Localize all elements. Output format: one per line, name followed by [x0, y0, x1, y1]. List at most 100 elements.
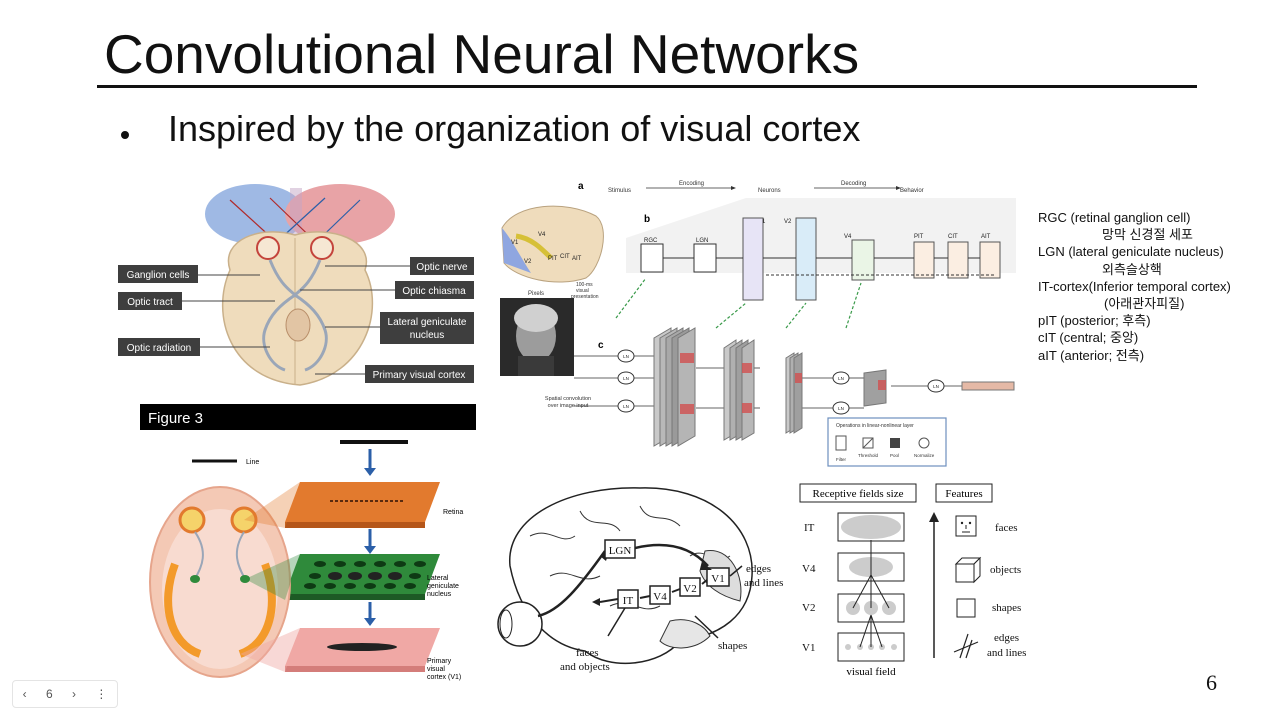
- op-normalize: Normalize: [914, 453, 935, 458]
- side-brain-outline: [509, 487, 753, 664]
- legend-rgc-korean: 망막 신경절 세포: [1102, 227, 1193, 243]
- ops-title: Operations in linear-nonlinear layer: [836, 423, 914, 429]
- legend-lgn-korean: 외측슬상핵: [1102, 261, 1162, 277]
- stage-lgn: LGN: [696, 238, 708, 244]
- ln-node-3: LN: [623, 404, 629, 409]
- line-label: Line: [246, 459, 259, 466]
- feature-edges-2: and lines: [987, 647, 1026, 659]
- ln-node-1: LN: [623, 354, 629, 359]
- figure3-header: Figure 3: [148, 410, 203, 427]
- decoding-label: Decoding: [841, 181, 866, 187]
- right-eye: [310, 236, 334, 260]
- visual-field-label: visual field: [846, 666, 896, 678]
- label-optic-nerve: Optic nerve: [416, 262, 468, 273]
- presentation-label-2: visual: [576, 288, 589, 294]
- more-vertical-icon[interactable]: ⋮: [95, 687, 108, 701]
- rf-row-it: IT: [804, 522, 815, 534]
- legend-cit: cIT (central; 중앙): [1038, 330, 1139, 346]
- map-pit: PIT: [548, 256, 558, 262]
- neurons-label: Neurons: [758, 188, 781, 194]
- ln-node-2: LN: [623, 376, 629, 381]
- v1-label-1: Primary: [427, 658, 452, 665]
- monkey-brain: [501, 205, 604, 283]
- rf-row-v1: V1: [802, 642, 815, 654]
- legend-it-cortex-korean: (아래관자피질): [1104, 296, 1185, 312]
- current-page-indicator[interactable]: 6: [45, 687, 53, 701]
- vs-v4-box: V4: [653, 591, 667, 603]
- vs-edges-2: and lines: [744, 577, 783, 589]
- slide-navigation-bar: ‹ 6 › ⋮: [12, 680, 118, 708]
- stage-rgc: RGC: [644, 238, 658, 244]
- glossary-legend: RGC (retinal ganglion cell) 망막 신경절 세포 LG…: [1038, 209, 1231, 364]
- edges-icon: [953, 633, 979, 659]
- features-header: Features: [945, 488, 982, 500]
- vs-shapes: shapes: [718, 640, 747, 652]
- label-lgn-line2: nucleus: [410, 330, 444, 341]
- feature-edges-1: edges: [994, 632, 1019, 644]
- lgn-label-1: Lateral: [427, 575, 449, 582]
- figure3-diagram: Figure 3 Line Retina Lateral geniculate …: [140, 404, 476, 681]
- label-optic-tract: Optic tract: [127, 297, 173, 308]
- slide-page-number: 6: [1206, 670, 1217, 695]
- receptive-fields-diagram: Receptive fields size Features IT V4 V2 …: [799, 483, 1026, 678]
- feature-shapes: shapes: [992, 602, 1021, 614]
- optic-pathway-diagram: Ganglion cells Optic tract Optic radiati…: [118, 184, 474, 386]
- map-cit: CIT: [560, 254, 570, 260]
- ln-node-8: LN: [933, 384, 939, 389]
- spatial-label-2: over image input: [548, 403, 589, 409]
- label-lgn-line1: Lateral geniculate: [388, 317, 467, 328]
- rf-header: Receptive fields size: [812, 488, 903, 500]
- label-optic-chiasma: Optic chiasma: [402, 286, 466, 297]
- right-visual-field: [285, 184, 395, 244]
- lgn-label-3: nucleus: [427, 591, 452, 598]
- bullet-text: Inspired by the organization of visual c…: [168, 108, 861, 149]
- label-ganglion-cells: Ganglion cells: [127, 270, 190, 281]
- presentation-label-3: presentation: [571, 294, 599, 300]
- vs-v1-box: V1: [711, 573, 724, 585]
- v1-label-2: visual: [427, 666, 445, 673]
- vs-faces-1: faces: [576, 647, 599, 659]
- rf-row-v4: V4: [802, 563, 816, 575]
- label-primary-visual-cortex: Primary visual cortex: [373, 370, 466, 381]
- map-v1: V1: [511, 240, 519, 246]
- map-v4: V4: [538, 232, 546, 238]
- stage-cit: CIT: [948, 234, 958, 240]
- feature-faces: faces: [995, 522, 1018, 534]
- vs-faces-2: and objects: [560, 661, 610, 673]
- square-icon: [956, 598, 976, 618]
- chevron-right-icon[interactable]: ›: [72, 687, 76, 701]
- stimulus-label: Stimulus: [608, 188, 631, 194]
- v1-label-3: cortex (V1): [427, 674, 461, 681]
- presentation-label-1: 100-ms: [576, 282, 593, 288]
- legend-ait: aIT (anterior; 전측): [1038, 347, 1145, 363]
- vs-it-box: IT: [623, 595, 634, 607]
- map-v2: V2: [524, 259, 532, 265]
- vs-edges-1: edges: [746, 563, 771, 575]
- op-threshold: Threshold: [858, 453, 879, 458]
- lgn-label-2: geniculate: [427, 583, 459, 590]
- cube-icon: [954, 556, 982, 584]
- figure3-header-bar: [140, 404, 476, 430]
- vs-v2-box: V2: [683, 583, 696, 595]
- left-visual-field: [205, 184, 305, 244]
- label-optic-radiation: Optic radiation: [127, 343, 191, 354]
- panel-b-label: b: [644, 214, 650, 225]
- stage-v4: V4: [844, 234, 852, 240]
- behavior-label: Behavior: [900, 188, 924, 194]
- encoding-label: Encoding: [679, 181, 704, 187]
- spatial-label-1: Spatial convolution: [545, 396, 591, 402]
- ln-node-6: LN: [838, 376, 844, 381]
- map-ait: AIT: [572, 256, 582, 262]
- panel-a-label: a: [578, 181, 584, 192]
- bullet-dot: [121, 131, 129, 139]
- ventral-stream-diagram: LGN V1 V2 V4 IT edges and lines shapes f…: [497, 487, 783, 673]
- vs-lgn-box: LGN: [609, 545, 632, 557]
- legend-pit: pIT (posterior; 후측): [1038, 313, 1151, 329]
- slide-title: Convolutional Neural Networks: [104, 23, 860, 85]
- stage-v2: V2: [784, 219, 792, 225]
- feature-objects: objects: [990, 564, 1021, 576]
- left-eye: [256, 236, 280, 260]
- stage-pit: PIT: [914, 234, 924, 240]
- chevron-left-icon[interactable]: ‹: [22, 687, 27, 701]
